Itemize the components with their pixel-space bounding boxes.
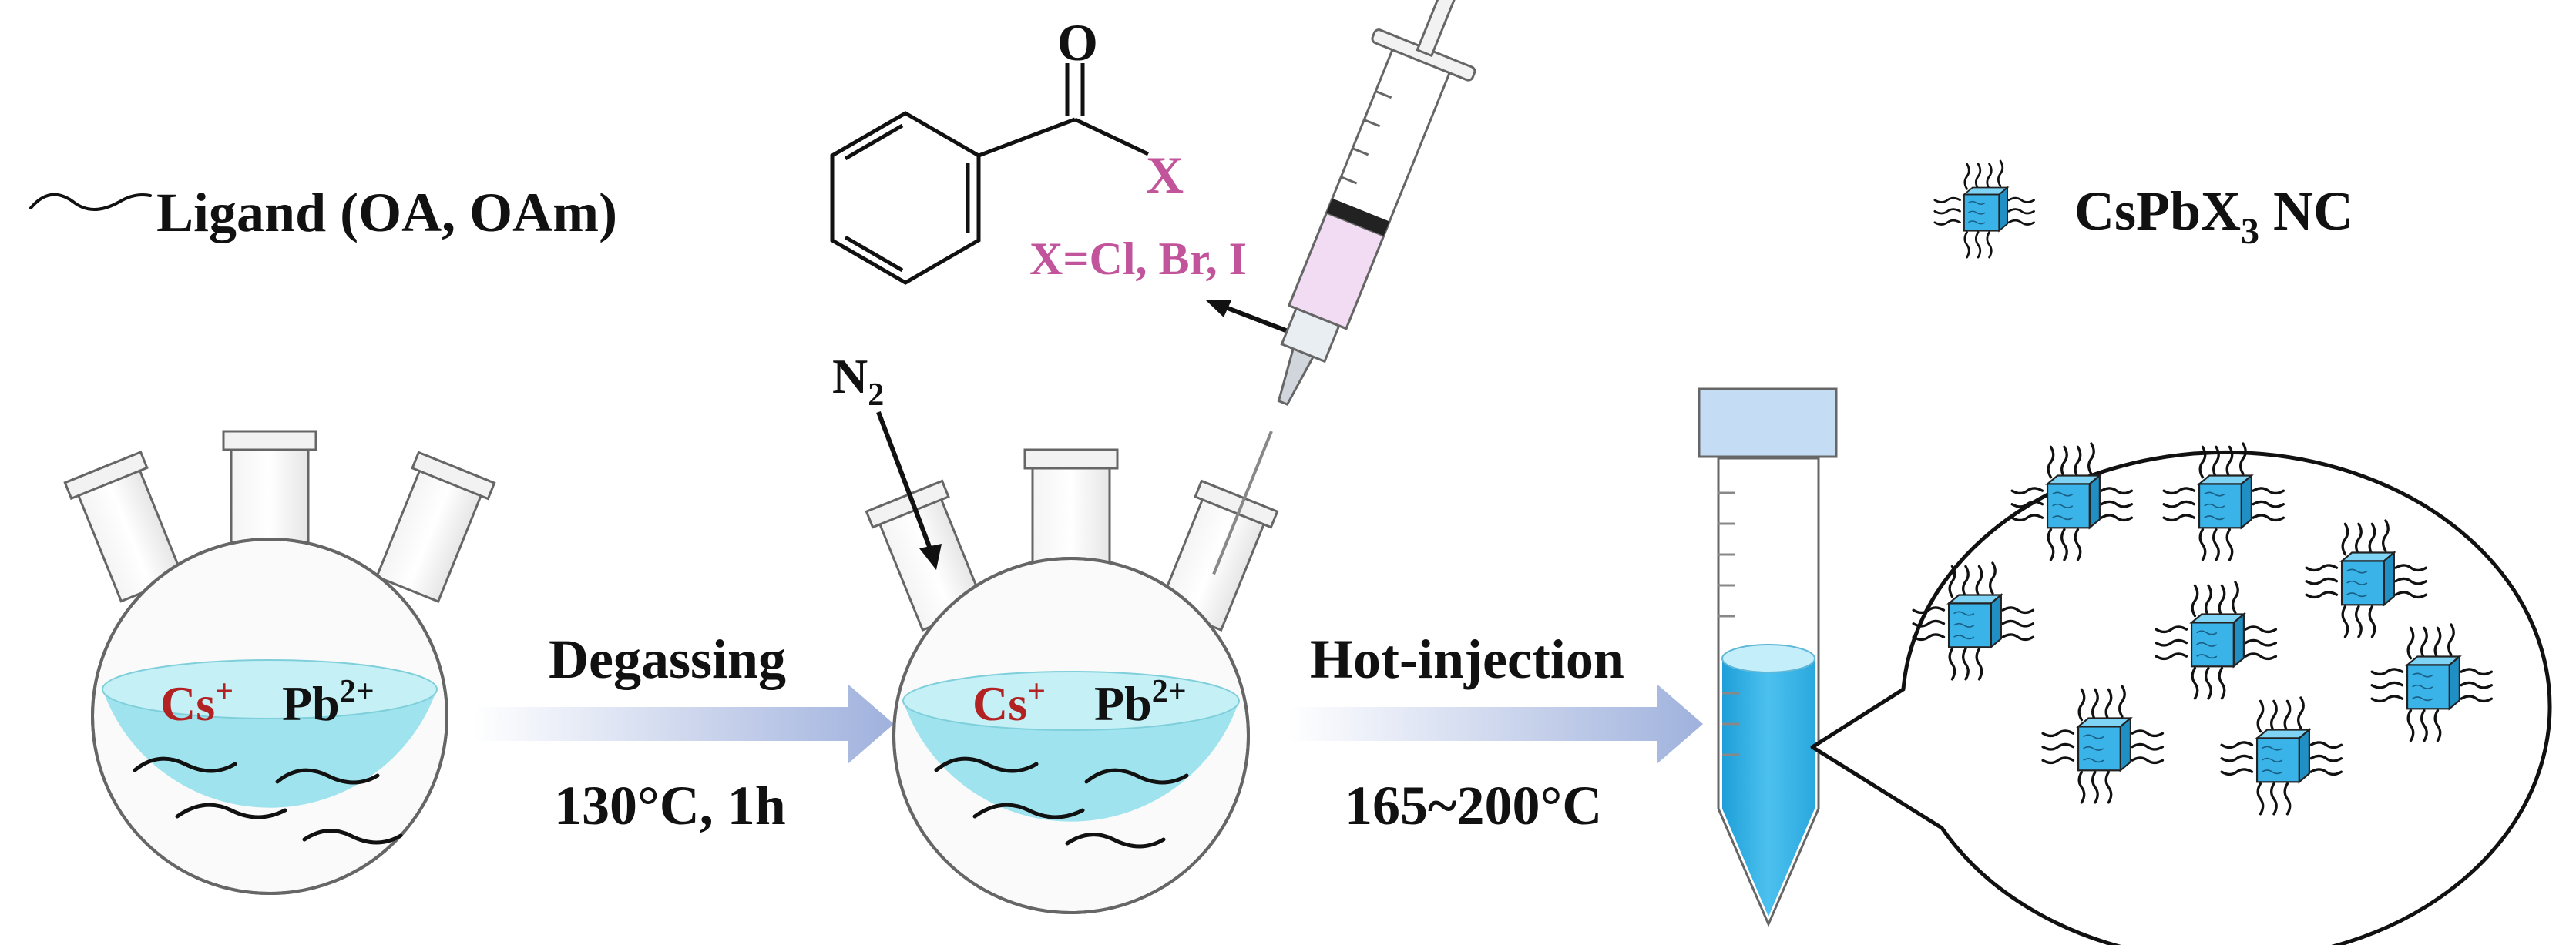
ligand-legend-label: Ligand (OA, OAm) <box>156 182 617 243</box>
degassing-arrow <box>474 684 894 764</box>
degassing-label: Degassing <box>549 628 786 690</box>
flask2-pb-ion: Pb2+ <box>1094 674 1187 731</box>
benzoyl-halide-structure <box>830 63 1150 285</box>
syringe-icon <box>1212 0 1476 575</box>
three-neck-flask-icon-2 <box>865 448 1279 914</box>
ligand-icon <box>29 193 152 211</box>
halogen-x-label: X <box>1146 146 1184 204</box>
n2-inlet-arrow <box>876 411 933 552</box>
n2-label: N2 <box>832 349 884 413</box>
hot-injection-label: Hot-injection <box>1310 628 1624 690</box>
nc-legend-label: CsPbX3 NC <box>2074 180 2353 252</box>
flask1-pb-ion: Pb2+ <box>282 674 374 731</box>
nanocrystal-icon <box>1933 159 2035 259</box>
flask1-cs-ion: Cs+ <box>160 674 233 731</box>
three-neck-flask-icon <box>63 430 496 895</box>
degassing-condition: 130°C, 1h <box>554 775 786 836</box>
hot-injection-arrow <box>1288 684 1703 764</box>
hot-injection-condition: 165~200°C <box>1345 775 1602 836</box>
carbonyl-oxygen-label: O <box>1057 13 1098 72</box>
syringe-pointer-arrowhead <box>1206 300 1231 317</box>
n2-inlet-arrowhead <box>919 544 942 570</box>
halogen-options-label: X=Cl, Br, I <box>1029 233 1247 284</box>
flask2-cs-ion: Cs+ <box>972 674 1046 731</box>
centrifuge-tube-icon <box>1698 387 1838 927</box>
